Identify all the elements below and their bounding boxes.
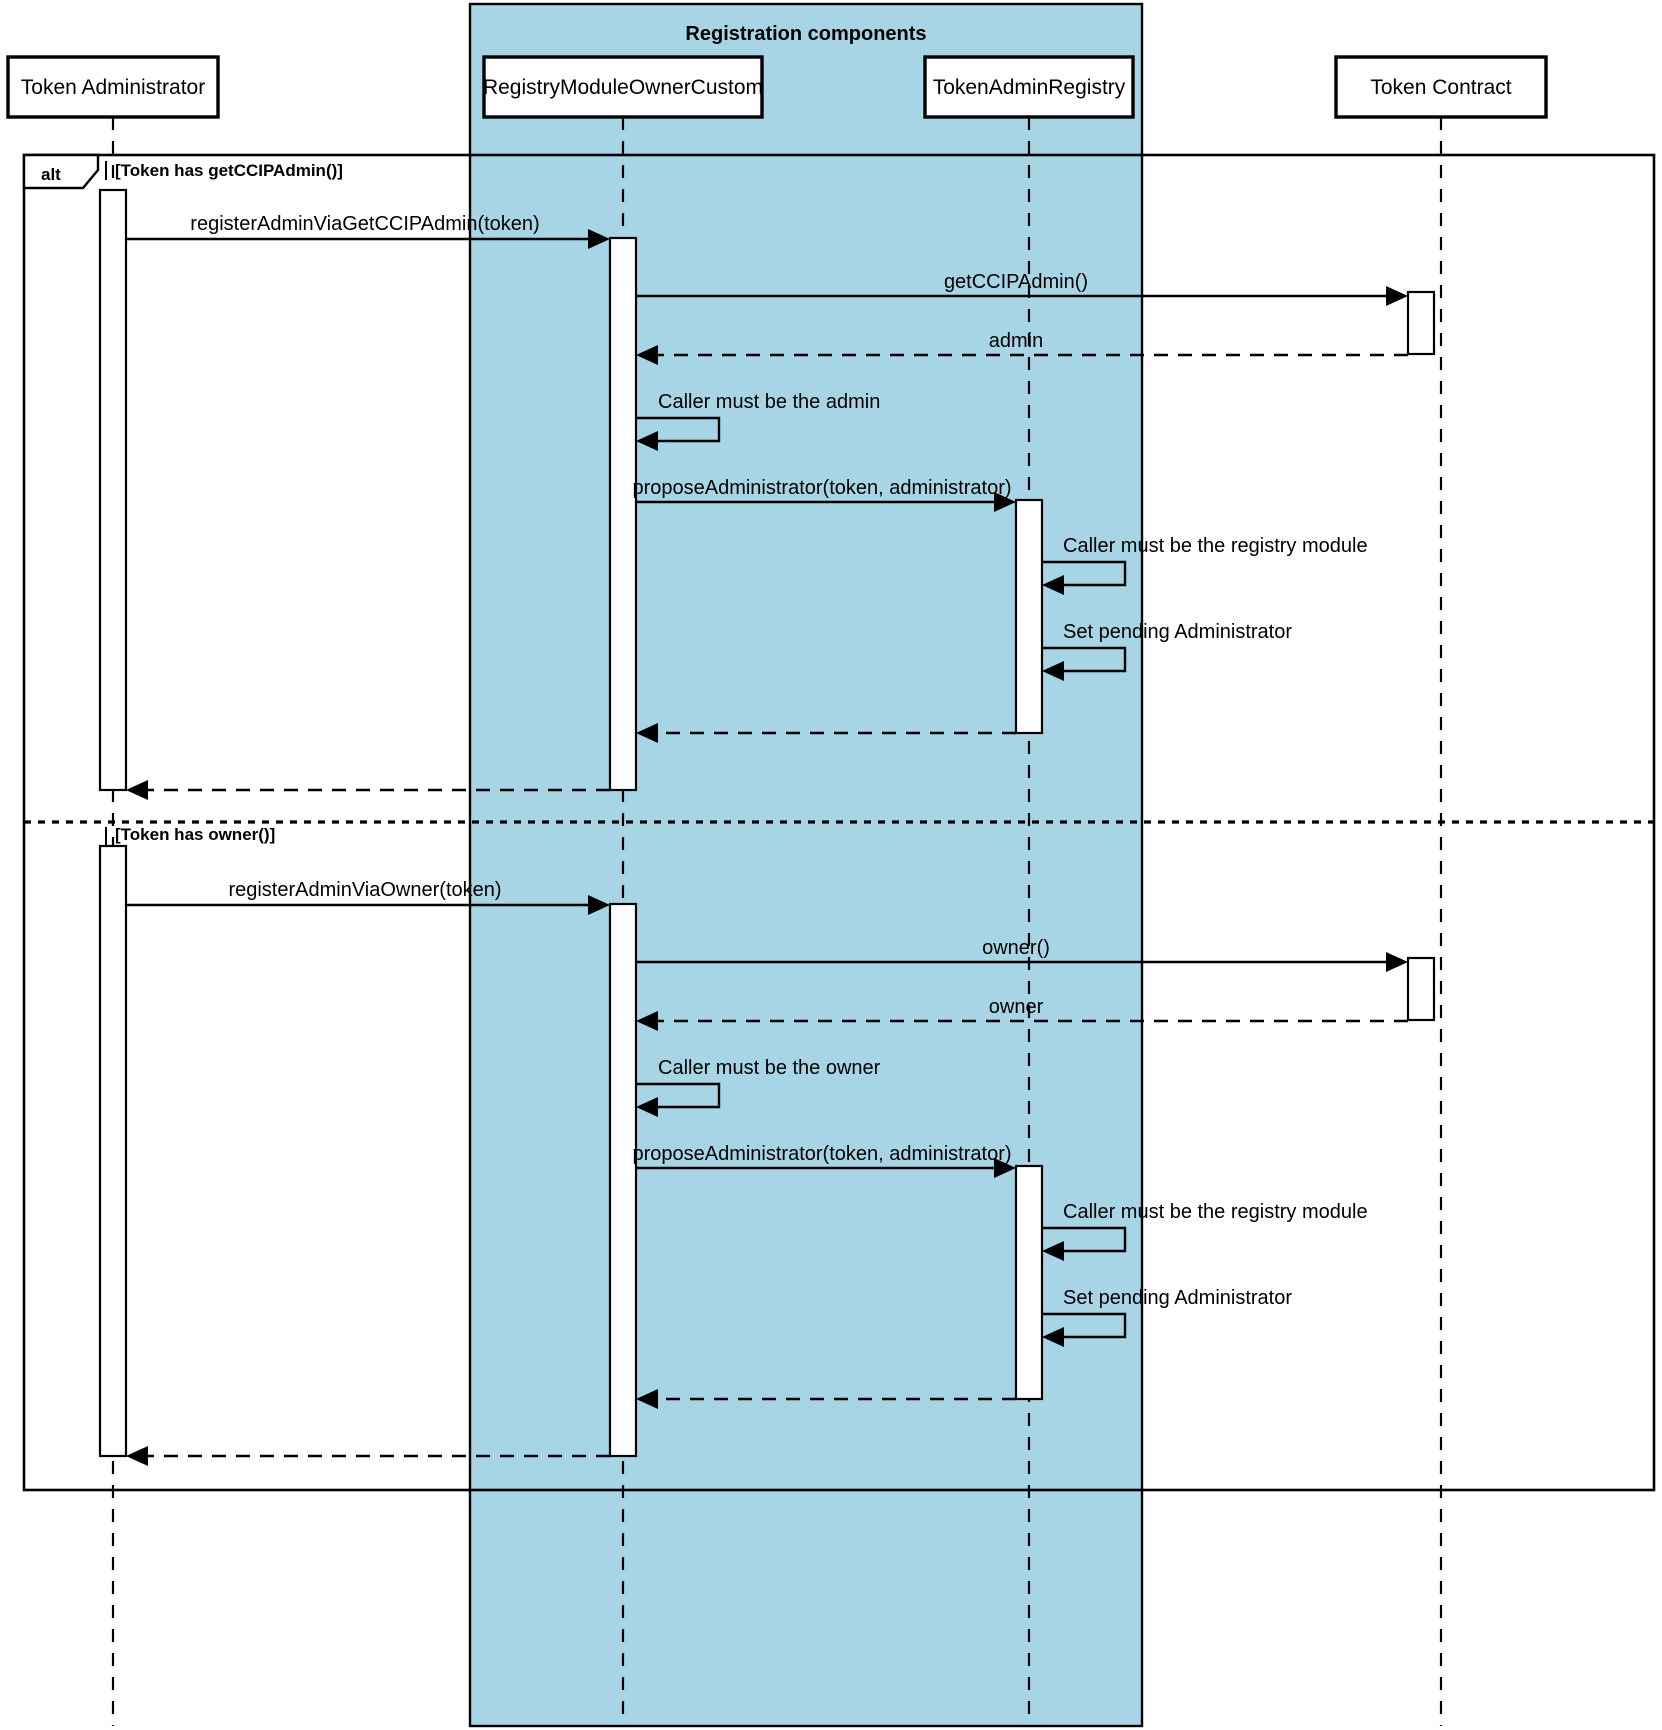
activation-bar-registry-2 xyxy=(608,902,638,1458)
activation-bar-tar-1 xyxy=(1014,498,1044,735)
activation-bars-layer xyxy=(98,188,1436,1458)
message-return-registry-to-admin-2[interactable] xyxy=(126,1446,610,1466)
alt-guard-1: [Token has getCCIPAdmin()] xyxy=(115,161,343,180)
activation-bar-admin-2 xyxy=(98,844,128,1458)
message-label-3: admin xyxy=(989,330,1043,352)
group-box-registration-components: Registration components xyxy=(468,2,1144,1728)
self-message-caller-must-be-registry-module-1[interactable]: Caller must be the registry module xyxy=(1042,535,1368,595)
activation-bar-token-1 xyxy=(1406,290,1436,356)
message-label-6: Caller must be the registry module xyxy=(1063,535,1368,557)
participant-label-registrymoduleownercustom: RegistryModuleOwnerCustom xyxy=(483,76,763,99)
participant-tokenadminregistry[interactable]: TokenAdminRegistry xyxy=(923,55,1135,119)
message-label-5: proposeAdministrator(token, administrato… xyxy=(632,477,1011,499)
message-label-10: registerAdminViaOwner(token) xyxy=(228,879,501,901)
self-message-set-pending-administrator-2[interactable]: Set pending Administrator xyxy=(1042,1287,1292,1347)
activation-bar-registry-1 xyxy=(608,236,638,792)
message-get-ccip-admin[interactable]: getCCIPAdmin() xyxy=(636,271,1408,306)
message-label-13: Caller must be the owner xyxy=(658,1057,881,1079)
activation-bar-admin-1 xyxy=(98,188,128,792)
message-return-tar-to-registry-1[interactable] xyxy=(636,723,1016,743)
message-label-4: Caller must be the admin xyxy=(658,391,880,413)
self-message-set-pending-administrator-1[interactable]: Set pending Administrator xyxy=(1042,621,1292,681)
message-label-7: Set pending Administrator xyxy=(1063,621,1292,643)
self-message-caller-must-be-registry-module-2[interactable]: Caller must be the registry module xyxy=(1042,1201,1368,1261)
message-register-admin-via-owner[interactable]: registerAdminViaOwner(token) xyxy=(126,879,610,915)
message-propose-administrator-2[interactable]: proposeAdministrator(token, administrato… xyxy=(632,1143,1016,1178)
group-box-label: Registration components xyxy=(685,23,926,45)
participant-label-tokenadminregistry: TokenAdminRegistry xyxy=(933,76,1126,99)
participant-token-contract[interactable]: Token Contract xyxy=(1334,55,1548,119)
activation-bar-token-2 xyxy=(1406,956,1436,1022)
message-label-11: owner() xyxy=(982,937,1050,959)
message-label-12: owner xyxy=(989,996,1044,1018)
self-message-caller-must-be-owner[interactable]: Caller must be the owner xyxy=(636,1057,881,1117)
message-propose-administrator-1[interactable]: proposeAdministrator(token, administrato… xyxy=(632,477,1016,512)
participant-registrymoduleownercustom[interactable]: RegistryModuleOwnerCustom xyxy=(482,55,764,119)
message-return-tar-to-registry-2[interactable] xyxy=(636,1389,1016,1409)
self-message-caller-must-be-admin[interactable]: Caller must be the admin xyxy=(636,391,880,451)
participant-label-token-administrator: Token Administrator xyxy=(21,76,205,99)
message-label-16: Set pending Administrator xyxy=(1063,1287,1292,1309)
message-label-14: proposeAdministrator(token, administrato… xyxy=(632,1143,1011,1165)
participant-token-administrator[interactable]: Token Administrator xyxy=(6,55,220,119)
activation-bar-tar-2 xyxy=(1014,1164,1044,1401)
message-admin-return[interactable]: admin xyxy=(636,330,1408,365)
message-label-1: registerAdminViaGetCCIPAdmin(token) xyxy=(190,213,539,235)
message-label-15: Caller must be the registry module xyxy=(1063,1201,1368,1223)
message-owner-return[interactable]: owner xyxy=(636,996,1408,1031)
alt-guard-2: [Token has owner()] xyxy=(115,825,275,844)
message-owner-call[interactable]: owner() xyxy=(636,937,1408,972)
message-register-admin-via-getccipadmin[interactable]: registerAdminViaGetCCIPAdmin(token) xyxy=(126,213,610,249)
message-label-2: getCCIPAdmin() xyxy=(944,271,1088,293)
message-return-registry-to-admin-1[interactable] xyxy=(126,780,610,800)
alt-combined-fragment: alt [Token has getCCIPAdmin()] [Token ha… xyxy=(22,153,1656,1492)
participant-label-token-contract: Token Contract xyxy=(1370,76,1511,99)
alt-operator-label: alt xyxy=(41,165,61,184)
